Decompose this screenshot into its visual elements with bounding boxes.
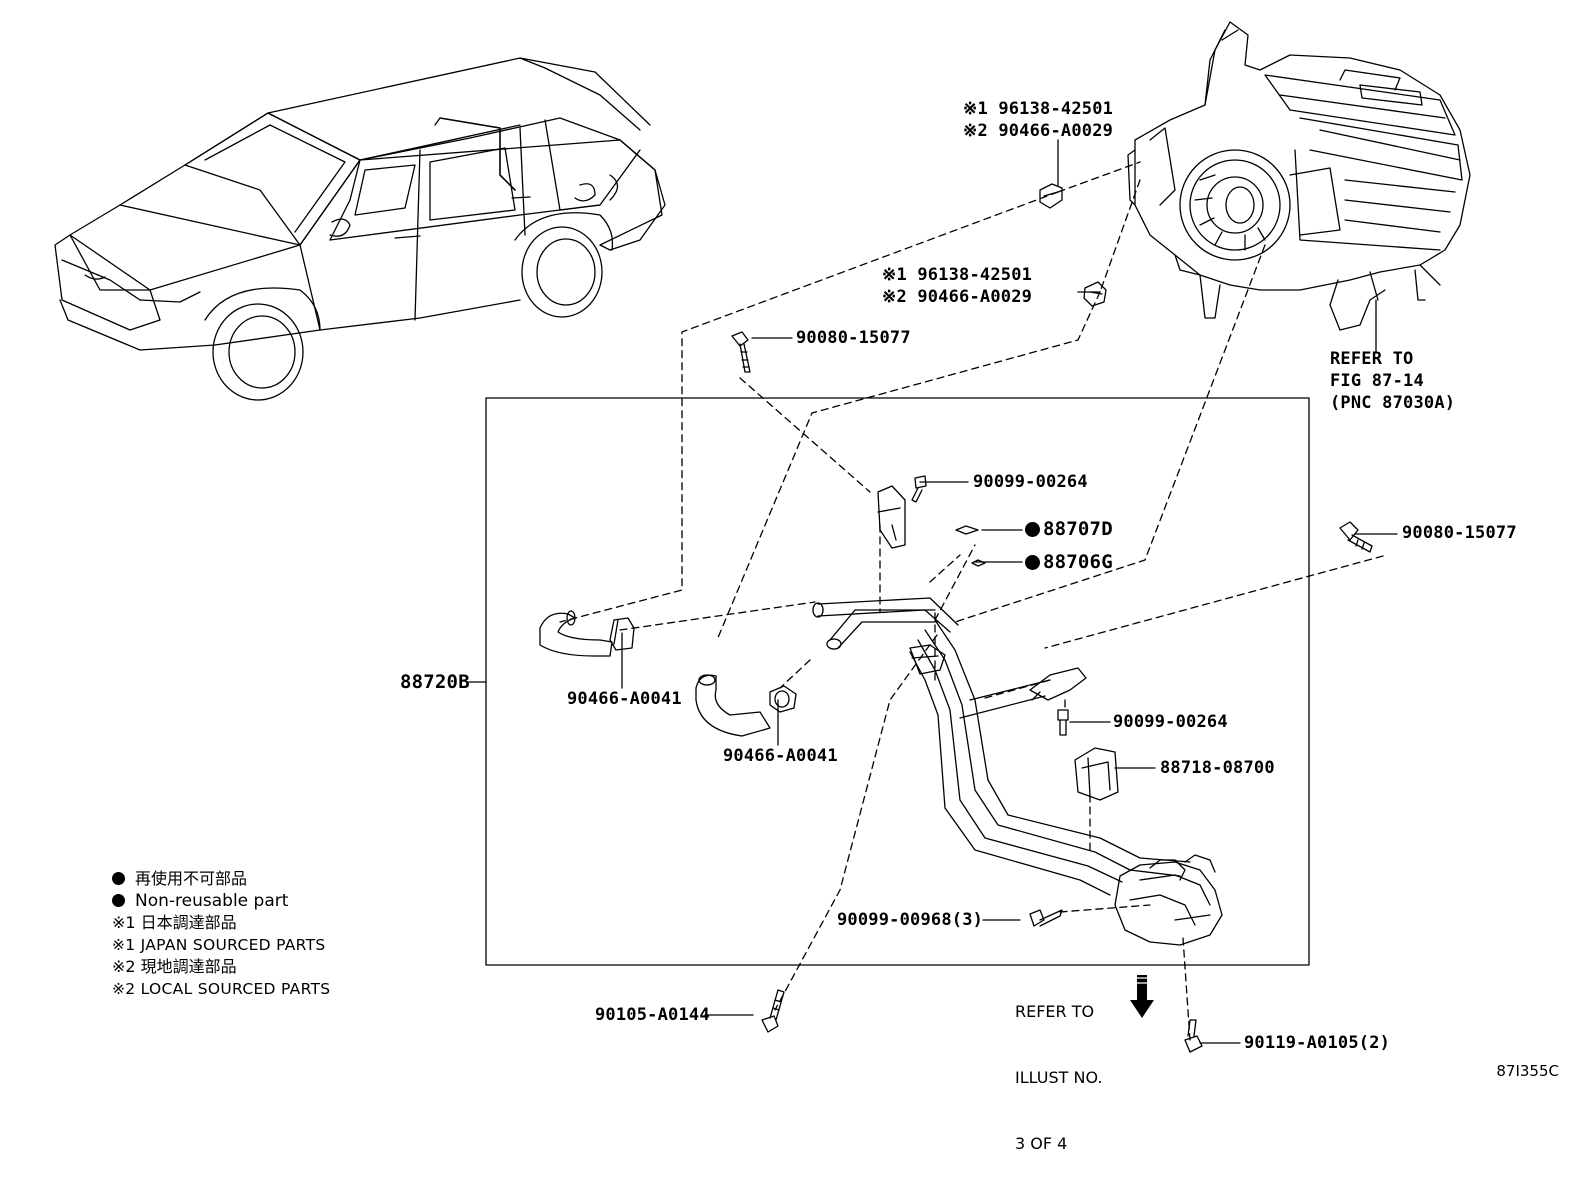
refer-illust-line2: ILLUST NO. — [1015, 1068, 1103, 1087]
screw-bottom-label: 90099-00968(3) — [837, 910, 984, 930]
seal-d-label: 88707D — [1025, 519, 1113, 539]
screw-right — [1057, 709, 1069, 736]
diagram-drawing — [54, 21, 1471, 1053]
bracket-right-label: 88718-08700 — [1160, 758, 1275, 778]
assembly-label: 88720B — [400, 671, 470, 693]
hvac-unit — [1127, 21, 1471, 331]
seal-g-label: 88706G — [1025, 552, 1113, 572]
legend-local-jp: ※2 現地調達部品 — [112, 957, 237, 976]
clip-upper-japan-label: ※1 96138-42501 — [963, 99, 1114, 119]
clamp-mid — [769, 685, 797, 713]
legend-nonreusable-en: Non-reusable part — [112, 890, 330, 912]
vehicle-illustration — [54, 57, 666, 401]
down-arrow-icon — [1130, 975, 1154, 1018]
bolt-bottom-left-label: 90105-A0144 — [595, 1005, 710, 1025]
clip-mid-local-label: ※2 90466-A0029 — [882, 287, 1033, 307]
legend-japan-jp: ※1 日本調達部品 — [112, 913, 237, 932]
clip-upper-local-label: ※2 90466-A0029 — [963, 121, 1114, 141]
bolt-bottom-left — [761, 989, 785, 1033]
screw-right-label: 90099-00264 — [1113, 712, 1228, 732]
screw-bracket — [911, 475, 927, 503]
clamp-left-label: 90466-A0041 — [567, 689, 682, 709]
dashed-leaders — [559, 161, 1384, 1041]
pipe-assembly — [812, 597, 1223, 946]
refer-fig-line2: FIG 87-14 — [1330, 371, 1424, 391]
refer-fig-line1: REFER TO — [1330, 349, 1414, 369]
nonreusable-dot-icon — [1025, 555, 1040, 570]
screw-bracket-label: 90099-00264 — [973, 472, 1088, 492]
legend: 再使用不可部品 Non-reusable part ※1 日本調達部品 ※1 J… — [112, 868, 330, 1000]
refer-illust-line3: 3 OF 4 — [1015, 1134, 1068, 1153]
clip-upper — [1039, 183, 1063, 209]
clamp-left — [609, 617, 635, 651]
clamp-mid-label: 90466-A0041 — [723, 746, 838, 766]
legend-japan-en: ※1 JAPAN SOURCED PARTS — [112, 936, 326, 954]
refer-fig-line3: (PNC 87030A) — [1330, 393, 1456, 413]
pipe-bracket — [877, 485, 906, 549]
nonreusable-dot-icon — [112, 872, 125, 885]
clip-mid — [1083, 281, 1107, 307]
bolt-top — [731, 331, 751, 373]
legend-local-en: ※2 LOCAL SOURCED PARTS — [112, 980, 331, 998]
bolt-right-label: 90080-15077 — [1402, 523, 1517, 543]
clip-mid-japan-label: ※1 96138-42501 — [882, 265, 1033, 285]
hose-mid — [695, 674, 771, 737]
assembly-box — [485, 397, 1310, 966]
nonreusable-dot-icon — [112, 894, 125, 907]
hose-left — [539, 610, 613, 657]
bolt-bottom-right — [1184, 1019, 1203, 1053]
legend-nonreusable-jp: 再使用不可部品 — [112, 868, 330, 890]
figure-code: 87I355C — [1496, 1062, 1559, 1080]
nonreusable-dot-icon — [1025, 522, 1040, 537]
refer-illust-note: REFER TO ILLUST NO. 3 OF 4 — [1015, 957, 1102, 1177]
bolt-right — [1339, 521, 1373, 553]
solid-leaders — [621, 139, 1398, 1044]
seal-g — [971, 559, 986, 567]
refer-illust-line1: REFER TO — [1015, 1002, 1095, 1021]
bracket-88718 — [1074, 747, 1119, 801]
parts-diagram: ※1 96138-42501 ※2 90466-A0029 ※1 96138-4… — [54, 21, 1559, 1153]
screw-bottom — [1029, 909, 1063, 927]
refer-fig-note: REFER TO FIG 87-14 (PNC 87030A) — [1330, 348, 1455, 414]
bolt-top-label: 90080-15077 — [796, 328, 911, 348]
bolt-bottom-right-label: 90119-A0105(2) — [1244, 1033, 1391, 1053]
seal-d — [955, 525, 979, 535]
